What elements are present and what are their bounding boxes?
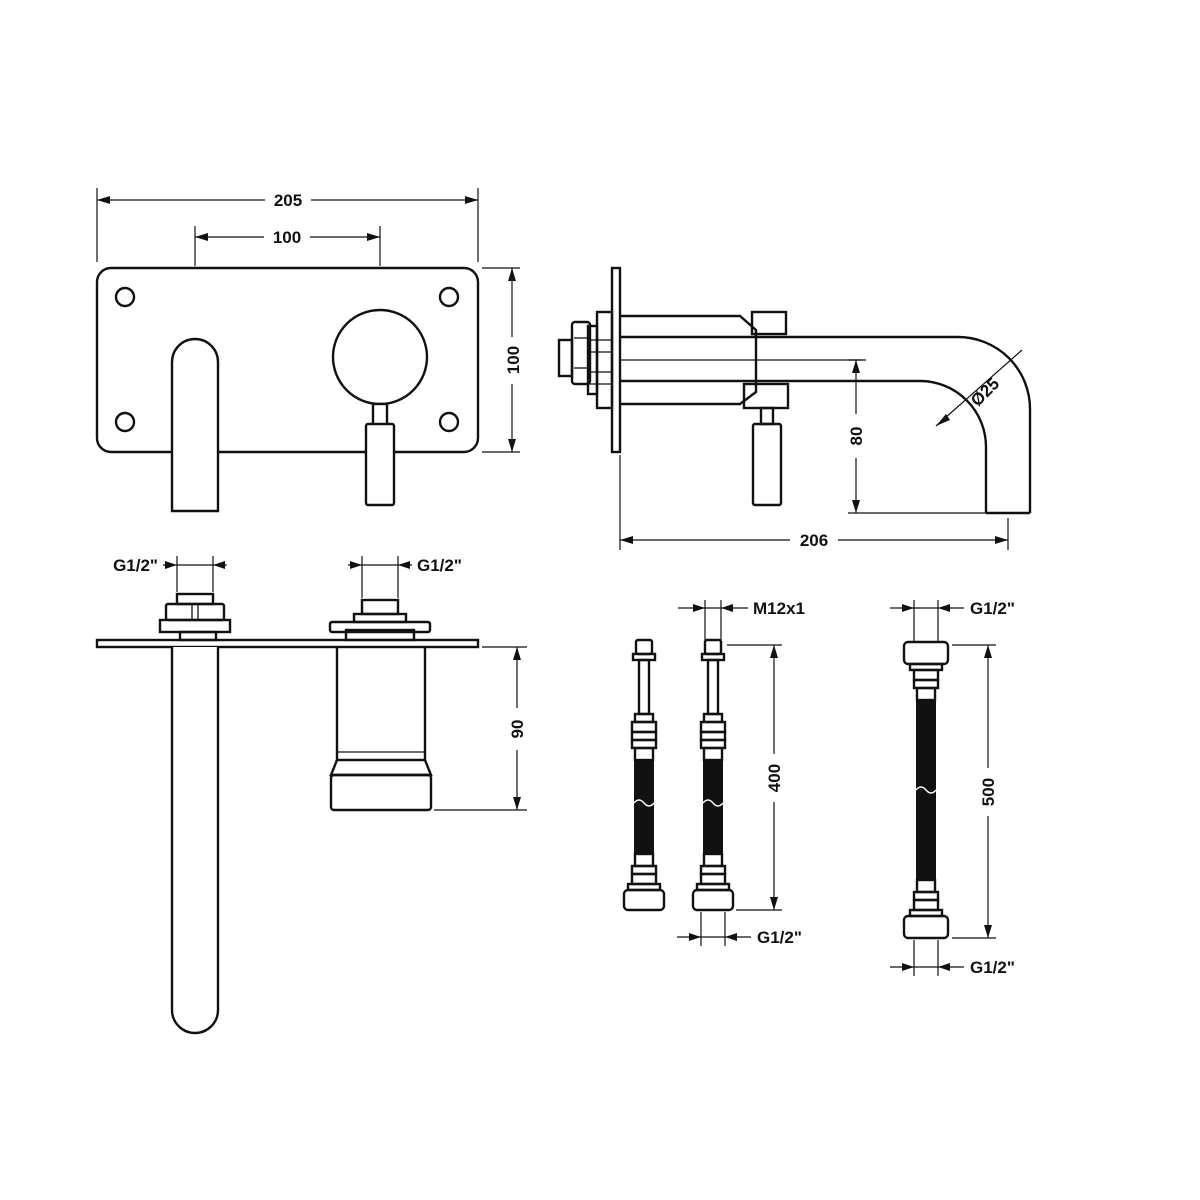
handle-knob (331, 308, 429, 406)
label-plate-width: 205 (274, 191, 302, 210)
mount-nut-inner (586, 324, 599, 396)
dim-short-hose-top: M12x1 (678, 599, 805, 640)
handle-lever (364, 422, 396, 507)
dim-handle-spacing: 100 (194, 226, 381, 266)
dim-short-hose-length: 400 (727, 644, 784, 911)
spout-outer (620, 335, 1032, 513)
handle-collar-side (750, 310, 788, 336)
dim-spout-drop: 80 (847, 359, 990, 514)
dim-long-hose-top: G1/2" (890, 599, 1015, 642)
label-long-hose-top: G1/2" (970, 599, 1015, 618)
label-body-depth: 90 (508, 720, 527, 739)
label-spout-projection: 206 (800, 531, 828, 550)
dim-plate-height: 100 (482, 267, 523, 453)
spout-inner (620, 379, 988, 513)
label-short-hose-length: 400 (765, 764, 784, 792)
screw-hole-bottom-right (438, 411, 460, 433)
label-spout-drop: 80 (847, 427, 866, 446)
dim-body-depth: 90 (434, 646, 527, 811)
inlet-cap-right (360, 598, 400, 616)
hose-short-1 (622, 638, 666, 912)
hose-long (902, 640, 950, 940)
label-inlet-left: G1/2" (113, 556, 158, 575)
spout-front (170, 337, 220, 513)
mount-nut-outer (595, 310, 614, 410)
top-view (95, 592, 480, 1035)
label-short-hose-bottom: G1/2" (757, 928, 802, 947)
label-plate-height: 100 (504, 346, 523, 374)
label-long-hose-length: 500 (979, 778, 998, 806)
inlet-cap-left (175, 592, 215, 606)
plate-edge-top (95, 638, 480, 649)
dim-long-hose-length: 500 (952, 644, 998, 939)
label-spout-diameter: Ø25 (967, 374, 1003, 410)
label-short-hose-top: M12x1 (753, 599, 805, 618)
mounting-plate (95, 266, 480, 454)
inlet-stub (557, 338, 574, 378)
screw-hole-top-left (114, 286, 136, 308)
body-housing (620, 314, 758, 406)
dim-inlet-left: G1/2" (113, 556, 227, 592)
screw-hole-bottom-left (114, 411, 136, 433)
wall-plate-side (610, 266, 622, 454)
dim-spout-projection: 206 (619, 455, 1009, 550)
dim-short-hose-bottom: G1/2" (677, 912, 802, 947)
handle-cap-top (329, 773, 433, 812)
side-view (557, 266, 1032, 515)
spout-top (170, 647, 220, 1035)
label-handle-spacing: 100 (273, 228, 301, 247)
dim-inlet-right: G1/2" (348, 556, 462, 598)
label-inlet-right: G1/2" (417, 556, 462, 575)
handle-lever-side (751, 422, 783, 507)
front-view (95, 266, 480, 513)
cartridge-body (335, 647, 427, 762)
screw-hole-top-right (438, 286, 460, 308)
hose-short-2 (691, 638, 735, 912)
label-long-hose-bottom: G1/2" (970, 958, 1015, 977)
handle-stem (371, 402, 389, 428)
dim-long-hose-bottom: G1/2" (890, 940, 1015, 977)
dim-plate-width: 205 (96, 188, 479, 262)
